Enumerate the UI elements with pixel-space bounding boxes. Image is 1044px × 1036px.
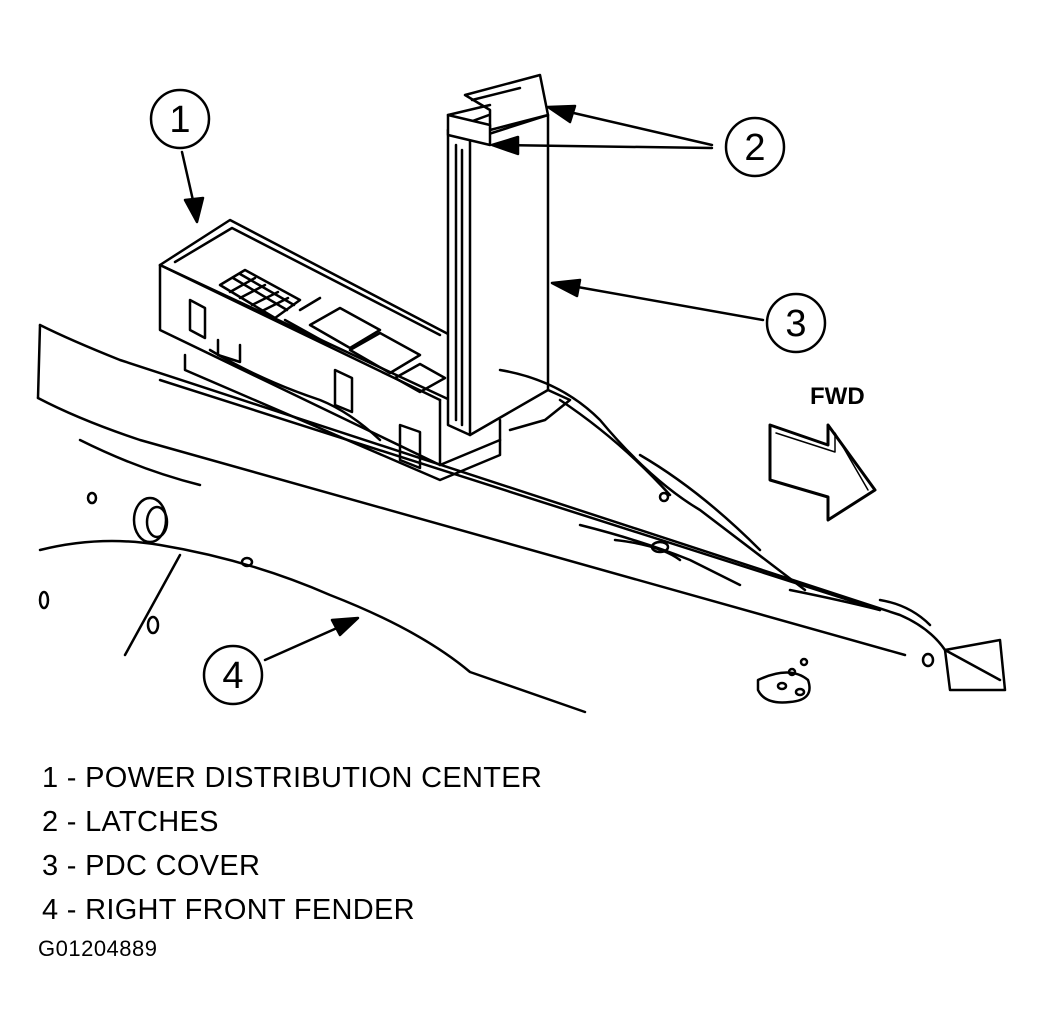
callout-4-number: 4 [222, 655, 243, 697]
leader-lines [180, 104, 765, 662]
fender-panel [36, 323, 1007, 714]
legend-item-3: 3 - PDC COVER [42, 850, 261, 882]
callout-2-number: 2 [744, 127, 765, 169]
legend-item-1: 1 - POWER DISTRIBUTION CENTER [42, 762, 543, 794]
callout-3-number: 3 [785, 303, 806, 345]
callout-1-circle [149, 88, 211, 150]
leader-2a [550, 106, 714, 147]
legend-item-4: 4 - RIGHT FRONT FENDER [42, 894, 415, 926]
pdc-illustration: 1 2 3 4 FWD [36, 73, 1007, 714]
fwd-arrow [768, 423, 877, 522]
leader-2b [493, 143, 714, 150]
pdc-cover [446, 73, 572, 437]
legend: 1 - POWER DISTRIBUTION CENTER 2 - LATCHE… [42, 756, 542, 932]
callout-1-number: 1 [169, 99, 190, 141]
leader-3 [553, 281, 765, 322]
power-distribution-center [158, 218, 502, 482]
figure-id: G01204889 [38, 936, 158, 961]
callout-4-circle [202, 644, 264, 706]
callout-2-circle [724, 116, 786, 178]
legend-item-2: 2 - LATCHES [42, 806, 219, 838]
fwd-label: FWD [810, 383, 865, 410]
callout-3-circle [765, 292, 827, 354]
upper-latch [463, 73, 550, 132]
